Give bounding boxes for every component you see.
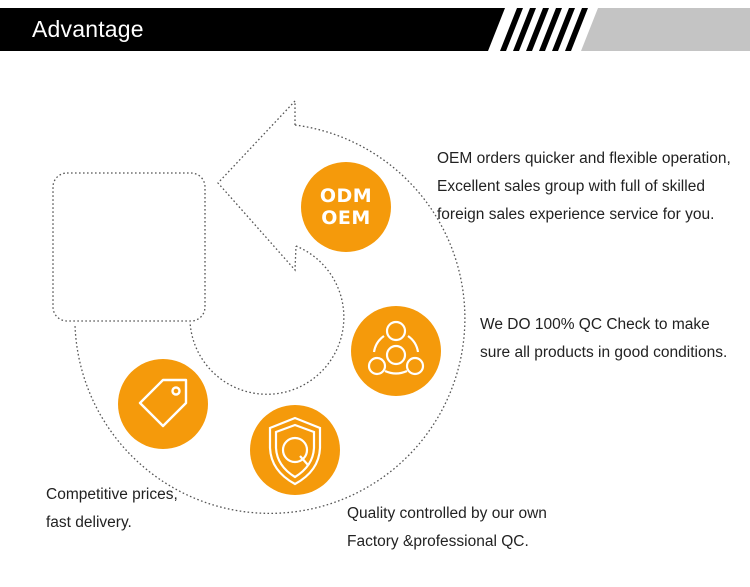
odm-label: ODM <box>319 185 373 207</box>
price-tag-icon <box>138 378 188 428</box>
section-header: Advantage <box>0 8 750 51</box>
quality-line-1: Quality controlled by our own <box>347 505 547 522</box>
header-black-bar <box>0 8 505 51</box>
cycle-arrow-inner <box>189 245 345 395</box>
oem-description: OEM orders quicker and flexible operatio… <box>437 145 731 229</box>
header-gray-panel <box>581 8 750 51</box>
header-stripes <box>500 8 588 51</box>
oem-line-3: foreign sales experience service for you… <box>437 206 715 223</box>
header-title: Advantage <box>32 16 144 42</box>
empty-placeholder-box <box>52 172 206 322</box>
oem-line-1: OEM orders quicker and flexible operatio… <box>437 150 731 167</box>
arrow-head <box>217 99 297 272</box>
cycle-arrow-outline <box>74 124 466 515</box>
quality-description: Quality controlled by our own Factory &p… <box>347 500 547 556</box>
quality-line-2: Factory &professional QC. <box>347 533 529 550</box>
qc-badge <box>351 306 441 396</box>
header-banner <box>0 8 750 51</box>
odm-oem-badge <box>301 162 391 252</box>
qc-line-2: sure all products in good conditions. <box>480 344 728 361</box>
qc-network-icon <box>367 320 425 376</box>
price-line-2: fast delivery. <box>46 514 132 531</box>
price-line-1: Competitive prices, <box>46 486 178 503</box>
price-description: Competitive prices, fast delivery. <box>46 481 178 537</box>
odm-oem-label: ODM OEM <box>301 162 391 252</box>
shield-q-icon <box>268 416 322 486</box>
qc-description: We DO 100% QC Check to make sure all pro… <box>480 311 727 367</box>
tag-badge <box>118 359 208 449</box>
qc-line-1: We DO 100% QC Check to make <box>480 316 710 333</box>
oem-label: OEM <box>321 207 371 229</box>
oem-line-2: Excellent sales group with full of skill… <box>437 178 705 195</box>
